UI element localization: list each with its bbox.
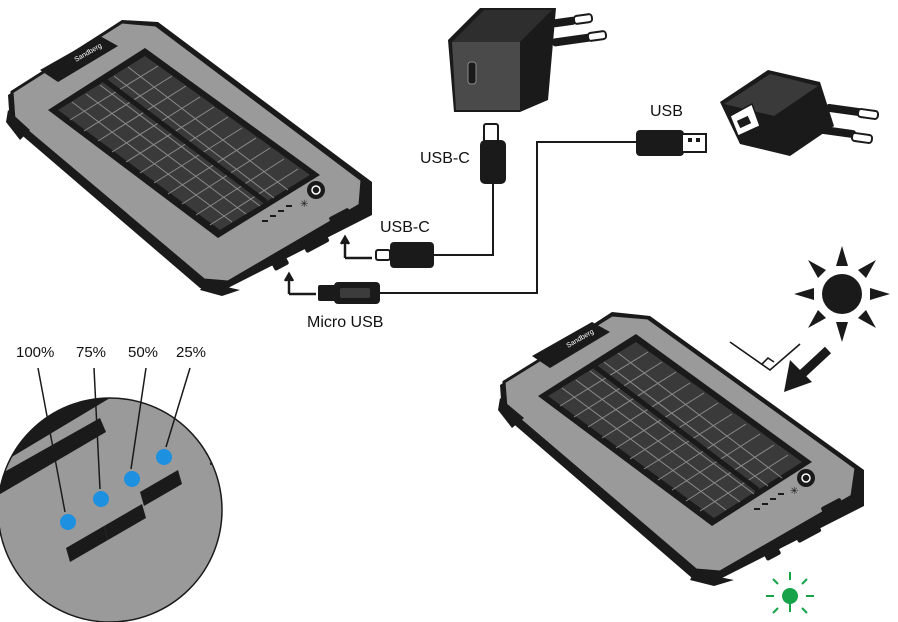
right-angle-mark [729, 341, 801, 372]
led-50 [124, 471, 140, 487]
usb-c-plug-top [480, 123, 506, 184]
label-usb-c-mid: USB-C [380, 219, 430, 236]
sun-icon [794, 246, 890, 342]
power-button-icon [307, 181, 325, 199]
solar-panel-left [58, 56, 310, 230]
led-zoom-detail [0, 367, 223, 622]
power-bank-left: Sandberg ✳ [6, 20, 372, 296]
solar-panel-right [548, 342, 802, 518]
power-button-icon-right [797, 469, 815, 487]
input-arrow-usb-c [339, 234, 372, 260]
led-75 [93, 491, 109, 507]
charging-led-green [766, 572, 814, 614]
input-arrow-micro-usb [283, 271, 316, 296]
micro-usb-plug [318, 282, 380, 304]
label-level-50: 50% [128, 344, 159, 361]
arrow-icon [784, 346, 832, 392]
led-100 [60, 514, 76, 530]
label-level-75: 75% [76, 344, 107, 361]
usb-c-plug-mid [375, 242, 434, 268]
label-level-25: 25% [176, 344, 207, 361]
led-25 [156, 449, 172, 465]
label-usb: USB [650, 103, 683, 120]
power-bank-right: Sandberg ✳ [498, 312, 864, 586]
label-micro-usb: Micro USB [307, 314, 384, 331]
flashlight-icon: ✳ [300, 199, 308, 210]
wall-charger-usb-a-icon [720, 70, 880, 156]
label-level-100: 100% [16, 344, 55, 361]
cable-usb-a [380, 141, 636, 294]
label-usb-c-top: USB-C [420, 150, 470, 167]
flashlight-icon-right: ✳ [790, 486, 798, 497]
cable-usb-c [434, 182, 494, 256]
wall-charger-usb-c-icon [448, 8, 608, 112]
usb-a-plug [636, 130, 707, 156]
